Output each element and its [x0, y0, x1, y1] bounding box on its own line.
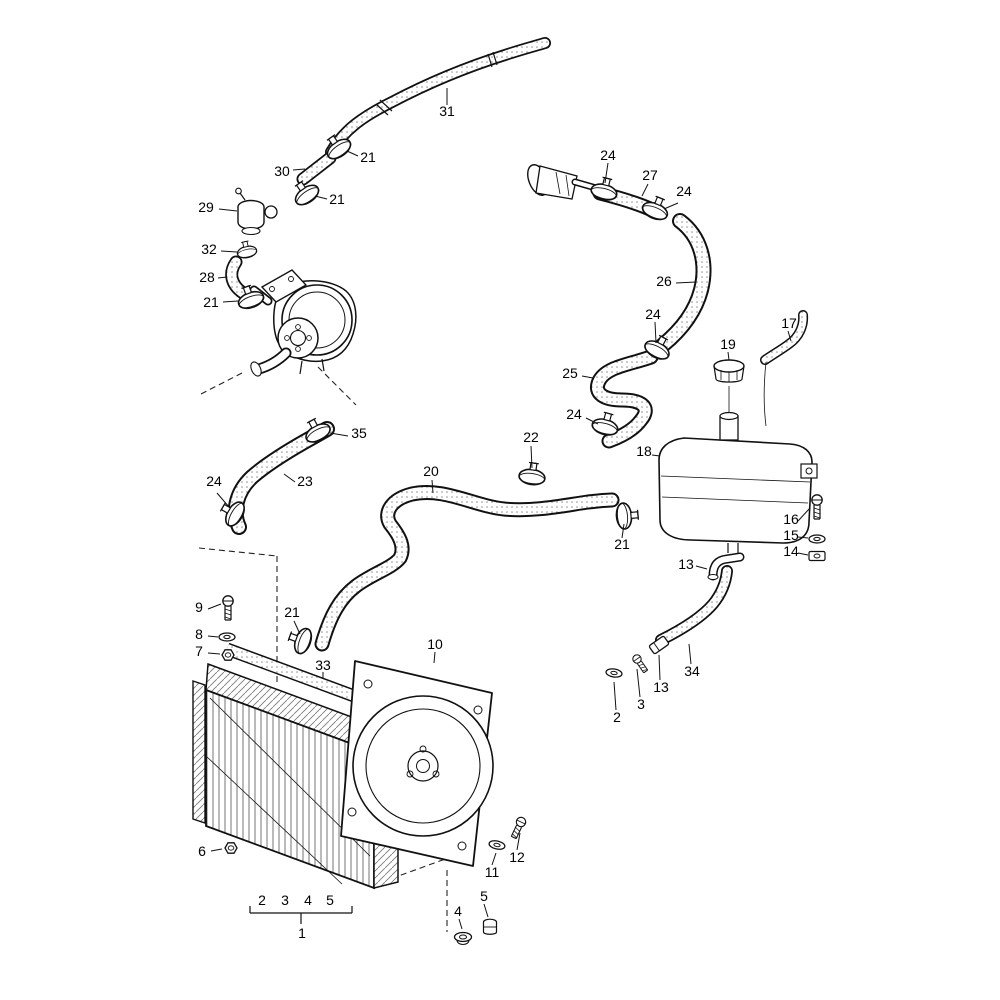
callout-24-e: 24	[206, 473, 222, 489]
radiator-bracket-scale	[249, 906, 353, 924]
water-pump	[249, 269, 357, 377]
grommet-4	[453, 931, 473, 946]
callout-28: 28	[199, 269, 215, 285]
clipnut-14	[808, 550, 826, 562]
callout-5: 5	[480, 888, 488, 904]
callout-21-b: 21	[329, 191, 345, 207]
callout-35: 35	[351, 425, 367, 441]
callout-7: 7	[195, 643, 203, 659]
callout-8: 8	[195, 626, 203, 642]
callout-13-a: 13	[678, 556, 694, 572]
callout-20: 20	[423, 463, 439, 479]
callout-bracket-2: 2	[258, 892, 266, 908]
washer-8	[218, 632, 236, 642]
callout-24-a: 24	[600, 147, 616, 163]
callout-21-c: 21	[203, 294, 219, 310]
callout-23: 23	[297, 473, 313, 489]
callout-12: 12	[509, 849, 525, 865]
callout-21-d: 21	[614, 536, 630, 552]
callout-1: 1	[298, 925, 306, 941]
tank-cap	[713, 359, 745, 412]
callout-32: 32	[201, 241, 217, 257]
callout-13-b: 13	[653, 679, 669, 695]
callout-bracket-4: 4	[304, 892, 312, 908]
callout-14: 14	[783, 543, 799, 559]
elbow-fitting	[707, 552, 745, 581]
small-parts	[218, 494, 826, 946]
callout-34: 34	[684, 663, 700, 679]
callout-6: 6	[198, 843, 206, 859]
callout-31: 31	[439, 103, 455, 119]
callout-9: 9	[195, 599, 203, 615]
callout-11: 11	[485, 864, 500, 880]
callout-22: 22	[523, 429, 539, 445]
callout-24-d: 24	[566, 406, 582, 422]
fitting-13	[648, 635, 670, 655]
leader-lines	[207, 88, 811, 930]
plug-5	[482, 918, 498, 935]
nut-7	[221, 649, 235, 661]
fan-shroud	[340, 660, 494, 867]
callout-17: 17	[781, 315, 797, 331]
callout-bracket-3: 3	[281, 892, 289, 908]
thermostat-housing	[235, 187, 278, 236]
expansion-tank	[658, 411, 818, 553]
callout-3: 3	[637, 696, 645, 712]
callout-33: 33	[315, 657, 331, 673]
callout-4: 4	[454, 903, 462, 919]
washer-15	[808, 534, 826, 544]
callout-15: 15	[783, 527, 799, 543]
callouts: 31 21 30 21 29 24 27 24 32 28 21 26 24 1…	[195, 103, 799, 941]
callout-18: 18	[636, 443, 652, 459]
callout-16: 16	[783, 511, 799, 527]
callout-30: 30	[274, 163, 290, 179]
callout-bracket-5: 5	[326, 892, 334, 908]
callout-27: 27	[642, 167, 658, 183]
nut-6	[224, 842, 238, 854]
callout-25: 25	[562, 365, 578, 381]
callout-2: 2	[613, 709, 621, 725]
callout-21-e: 21	[284, 604, 300, 620]
callout-24-b: 24	[676, 183, 692, 199]
callout-19: 19	[720, 336, 736, 352]
callout-26: 26	[656, 273, 672, 289]
callout-29: 29	[198, 199, 214, 215]
callout-21-a: 21	[360, 149, 376, 165]
callout-24-c: 24	[645, 306, 661, 322]
callout-10: 10	[427, 636, 443, 652]
